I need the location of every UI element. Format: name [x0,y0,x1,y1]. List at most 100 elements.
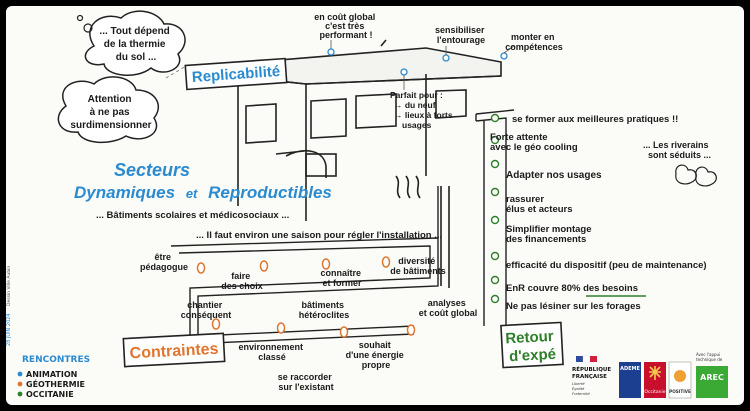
retour-label-line1: Retour [505,328,554,348]
retour-item: Adapter nos usages [506,170,602,181]
event-line4: OCCITANIE [26,390,74,399]
cloud-thermie-line: de la thermie [104,39,166,50]
replicabilite-item: monter en [511,32,555,42]
contrainte-item: et former [322,278,362,288]
pipe-valve-icon [259,260,269,272]
svg-text:bâtiments hétéroclites: bâtiments hétéroclites [299,300,350,320]
svg-text:monter en compétences: monter en compétences [505,32,563,52]
svg-text:Forte attente avec le géo: Forte attente avec le géo cooling [490,132,578,153]
svg-text:Parfait pour : → du neuf: Parfait pour : → du neuf → lieux à forts… [390,90,455,130]
roof-node-icon [327,48,335,56]
svg-text:connaître et former: connaître et former [320,268,363,288]
svg-text:rassurer élus et acteurs: rassurer élus et acteurs [506,194,573,215]
event-date: 28 JUIN 2024 [6,313,12,346]
contrainte-item: bâtiments [301,300,344,310]
replicabilite-item: usages [402,120,432,130]
retour-node-icon [490,275,500,285]
contrainte-item: faire [231,271,250,281]
partner-positive: POSITIVE [668,361,692,399]
duck-icon [675,164,717,187]
contrainte-item: diversité [398,256,435,266]
replicabilite-item: c'est très [325,21,364,31]
svg-text:faire des choix: faire des choix [221,271,263,291]
occitanie-label: Occitanie [644,389,665,395]
replicabilite-section: Replicabilité en coût global c'est très … [184,12,563,130]
svg-text:environnement classé: environnement classé [238,342,305,362]
pipe-valve-icon [211,318,221,330]
pipe-valve-icon [276,322,286,334]
event-dots-icon [17,371,23,397]
retour-item: avec le géo cooling [490,142,578,153]
pipe-valve-icon [339,326,349,338]
retour-item: rassurer [506,194,544,205]
svg-text:Simplifier montage des fin: Simplifier montage des financements [506,224,594,245]
contrainte-item: environnement [238,342,303,352]
partner-ademe: ADEME [619,362,641,398]
retour-node-icon [490,251,500,261]
pipe-valve-icon [406,324,416,336]
cloud-attention-line: surdimensionner [70,120,151,131]
replicabilite-item: performant ! [319,30,372,40]
rf-motto: Fraternité [572,392,591,396]
cloud-thermie-line: ... Tout dépend [99,26,169,37]
retour-item: efficacité du dispositif (peu de mainten… [506,260,707,271]
contrainte-item: de bâtiments [390,266,446,276]
contrainte-item: conséquent [181,310,232,320]
svg-text:efficacité du dispositif (peu: efficacité du dispositif (peu de mainten… [506,260,707,271]
retour-item: se former aux meilleures pratiques !! [512,114,678,125]
contrainte-item: classé [258,352,286,362]
contrainte-item: analyses [428,298,466,308]
contrainte-item: d'une énergie [346,350,404,360]
svg-text:Retour d'expé: Retour d'expé [505,328,559,366]
sun-icon [674,370,686,382]
retour-node-icon [490,113,500,123]
rf-line: FRANÇAISE [572,374,607,380]
artist-credit: Dessin Ville Aubin [6,266,12,306]
cloud-bubble-icon [76,14,84,22]
svg-text:Ne pas lésiner sur les forages: Ne pas lésiner sur les forages [506,301,641,312]
title-line2c: Reproductibles [208,183,332,202]
partner-arec: Avec l'appui technique de AREC [696,352,728,398]
occitan-cross-icon [649,366,661,380]
rf-line: RÉPUBLIQUE [572,365,611,373]
svg-text:analyses et coût global: analyses et coût global [419,298,478,318]
title-line2b: et [186,186,198,201]
svg-text:Dynamiques et Repr: Dynamiques et Reproductibles [74,183,332,202]
replicabilite-item: l'entourage [437,35,485,45]
ademe-label: ADEME [620,366,640,372]
svg-text:se former aux meilleures prati: se former aux meilleures pratiques !! [512,114,678,125]
replicabilite-item: sensibiliser [435,25,485,35]
retour-node-icon [490,159,500,169]
riverains-line: sont séduits ... [648,150,711,160]
rf-motto: Égalité [572,386,585,391]
title-subtitle: ... Bâtiments scolaires et médicosociaux… [96,210,289,221]
retour-item: Ne pas lésiner sur les forages [506,301,641,312]
partner-republique: RÉPUBLIQUE FRANÇAISE Liberté Égalité Fra… [572,355,613,396]
retour-item: Simplifier montage [506,224,592,235]
svg-text:RÉPUBLIQUE FRANÇAISE: RÉPUBLIQUE FRANÇAISE [572,365,613,380]
retour-label-line2: d'expé [509,346,557,365]
svg-text:Avec l'appui technique d: Avec l'appui technique de [696,352,723,362]
support-text: Avec l'appui [696,352,720,357]
pipe-valve-icon [321,258,331,270]
retour-item: EnR couvre 80% des besoins [506,283,638,294]
event-line2: ANIMATION [26,370,77,379]
svg-text:être pédagogue: être pédagogue [140,252,188,272]
contrainte-item: chantier [187,300,223,310]
retour-node-icon [490,294,500,304]
event-line3: GÉOTHERMIE [26,378,85,389]
contrainte-item: connaître [320,268,361,278]
svg-text:Adapter nos usages: Adapter nos usages [506,170,602,181]
title-line1: Secteurs [114,160,190,180]
roof-node-icon [500,52,508,60]
event-line1: RENCONTRES [22,355,90,365]
support-text: technique de [696,357,723,362]
contrainte-item: pédagogue [140,262,188,272]
roof-node-icon [400,68,408,76]
roof-node-icon [442,54,450,62]
cloud-attention: Attention à ne pas surdimensionner [57,76,159,144]
contrainte-item: propre [362,360,391,370]
svg-text:Liberté Égalité Fr: Liberté Égalité Fraternité [572,382,591,396]
contrainte-item: et coût global [419,308,478,318]
